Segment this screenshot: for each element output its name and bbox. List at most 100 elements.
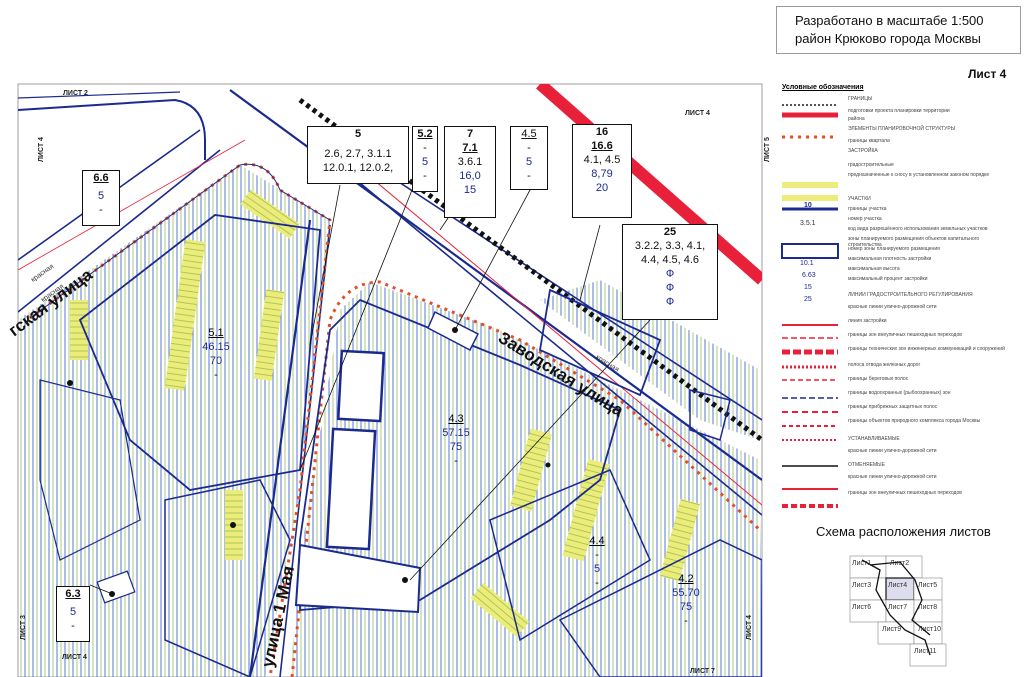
callout-16-line2: 8,79 <box>591 168 613 180</box>
legend-row: максимальная высота <box>776 264 1014 278</box>
top-left-line <box>18 91 181 99</box>
scheme-sheet-label[interactable]: Лист8 <box>918 604 938 611</box>
building-1[interactable] <box>336 349 386 423</box>
scheme-sheet-label[interactable]: Лист4 <box>888 582 908 589</box>
legend-row: границы зон внеуличных пешеходных перехо… <box>776 330 1014 344</box>
legend-row-text: границы водоохранных (рыбоохранных) зон <box>848 390 951 396</box>
scheme-sheet-label[interactable]: Лист11 <box>914 648 937 655</box>
building-3[interactable] <box>294 543 422 614</box>
edge-label-top-left: ЛИСТ 2 <box>63 90 88 97</box>
legend-row: района <box>776 114 1014 128</box>
building-2[interactable] <box>325 427 377 551</box>
callout-16-sub: 16.6 <box>591 140 613 152</box>
scheme-sheet-label[interactable]: Лист1 <box>852 560 872 567</box>
scheme-title: Схема расположения листов <box>816 524 991 539</box>
edge-label-left-4: ЛИСТ 4 <box>62 654 87 661</box>
legend-row-text: линия застройки <box>848 318 887 324</box>
scheme-sheet-label[interactable]: Лист9 <box>882 626 902 633</box>
legend-row: номер участка <box>776 214 1014 228</box>
callout-6-6-line1: 5 <box>97 190 105 202</box>
legend-num-15: 15 <box>804 284 812 291</box>
green-zone-8 <box>659 498 701 582</box>
scheme-sheet-label[interactable]: Лист3 <box>852 582 872 589</box>
green-zone-1 <box>164 239 206 391</box>
callout-7-line1: 3.6.1 <box>457 156 483 168</box>
leader-5 <box>309 184 341 346</box>
callout-6-6[interactable]: 6.6 5 - <box>82 170 120 226</box>
zavodskaya-line-3 <box>349 149 762 421</box>
edge-label-left-top: ЛИСТ 4 <box>38 137 45 162</box>
legend-row: зоны планируемого размещения объектов ка… <box>776 234 1014 248</box>
legend-row: максимальный процент застройки <box>776 274 1014 288</box>
callout-5-2[interactable]: 5.2 - 5 - <box>412 126 438 192</box>
parcel-dot-2 <box>230 522 236 528</box>
legend-row: красные линии улично-дорожной сети <box>776 472 1014 486</box>
legend-row: линия застройки <box>776 316 1014 330</box>
legend-num-25: 25 <box>804 296 812 303</box>
callout-25[interactable]: 25 3.2.2, 3.3, 4.1, 4.4, 4.5, 4.6 Ф Ф Ф <box>622 224 718 320</box>
parcel-4-2-number: 4.2 <box>678 573 694 585</box>
legend-row-text: максимальный процент застройки <box>848 276 928 282</box>
sheet-label: Лист 4 <box>968 67 1007 81</box>
legend-row-text: зоны планируемого размещения объектов ка… <box>848 236 980 248</box>
legend-row: границы участка <box>776 204 1014 218</box>
legend-row-text: полоса отвода железных дорог <box>848 362 921 368</box>
parcel-4-2-area: 55.70 <box>672 587 700 599</box>
callout-4-5-number: 4.5 <box>521 128 537 140</box>
left-street-red <box>18 139 246 271</box>
callout-16[interactable]: 16 16.6 4.1, 4.5 8,79 20 <box>572 124 632 218</box>
scheme-sheet-label[interactable]: Лист2 <box>890 560 910 567</box>
green-zone-2 <box>253 289 285 381</box>
parcel-4-3-label[interactable]: 4.3 57.15 75 - <box>434 412 478 468</box>
edge-label-bottom-mid: ЛИСТ 7 <box>690 668 715 675</box>
building-small[interactable] <box>96 570 136 604</box>
legend-row: код вида разрешённого использования земе… <box>776 224 1014 238</box>
callout-7-line3: 15 <box>463 184 477 196</box>
sheet-scheme[interactable] <box>849 555 947 667</box>
scheme-sheet-label[interactable]: Лист5 <box>918 582 938 589</box>
parcel-dot-5 <box>452 327 458 333</box>
legend-row-text: ЭЛЕМЕНТЫ ПЛАНИРОВОЧНОЙ СТРУКТУРЫ <box>848 126 956 132</box>
green-zone-7 <box>562 458 610 562</box>
block-left <box>18 165 330 677</box>
parcel-5-1-label[interactable]: 5.1 46.15 70 - <box>196 326 236 382</box>
legend-row: границы береговых полос <box>776 374 1014 388</box>
scheme-sheet-label[interactable]: Лист7 <box>888 604 908 611</box>
legend-row-text: границы береговых полос <box>848 376 909 382</box>
legend-row-text: красные линии улично-дорожной сети <box>848 448 937 454</box>
railway-band <box>536 84 762 285</box>
callout-16-line1: 4.1, 4.5 <box>583 154 621 166</box>
scheme-sheet-label[interactable]: Лист10 <box>918 626 941 633</box>
legend-row-text: границы зон внеуличных пешеходных перехо… <box>848 332 962 338</box>
callout-7-line2: 16,0 <box>459 170 481 182</box>
parcel-5-1-area: 46.15 <box>202 341 230 353</box>
callout-7[interactable]: 7 7.1 3.6.1 16,0 15 <box>444 126 496 218</box>
legend-row-text: номер зоны планируемого размещения <box>848 246 940 252</box>
callout-5-line2: 12.0.1, 12.0.2, <box>322 162 394 174</box>
edge-label-top-right: ЛИСТ 4 <box>685 110 710 117</box>
legend-row-text: предназначенные к сносу в установленном … <box>848 172 990 178</box>
parcel-4-2-boundary <box>558 539 762 677</box>
blue-left-border <box>29 163 331 319</box>
parcel-4-4-label[interactable]: 4.4 - 5 - <box>582 534 612 590</box>
legend-title: Условные обозначения <box>782 84 864 91</box>
callout-6-3[interactable]: 6.3 5 - <box>56 586 90 642</box>
legend-row-text: УЧАСТКИ <box>848 196 871 202</box>
callout-4-5[interactable]: 4.5 - 5 - <box>510 126 548 190</box>
parcel-4-4-line2: 5 <box>593 563 601 575</box>
callout-5-line1: 2.6, 2.7, 3.1.1 <box>324 148 392 160</box>
green-zone-4 <box>70 300 88 360</box>
callout-25-line4: Ф <box>665 282 675 294</box>
parcel-4-3-area: 57.15 <box>442 427 470 439</box>
legend-row: УСТАНАВЛИВАЕМЫЕ <box>776 434 1014 448</box>
parcel-lower-left <box>164 479 291 677</box>
callout-25-line2: 4.4, 4.5, 4.6 <box>640 254 700 266</box>
legend-row-text: границы участка <box>848 206 887 212</box>
parcel-4-2-pct: 75 <box>679 601 693 613</box>
callout-5[interactable]: 5 2.6, 2.7, 3.1.1 12.0.1, 12.0.2, <box>307 126 409 184</box>
legend-row-text: градостроительные <box>848 162 894 168</box>
legend-row-text: код вида разрешённого использования земе… <box>848 226 988 232</box>
parcel-4-2-label[interactable]: 4.2 55.70 75 - <box>664 572 708 628</box>
scheme-sheet-label[interactable]: Лист6 <box>852 604 872 611</box>
